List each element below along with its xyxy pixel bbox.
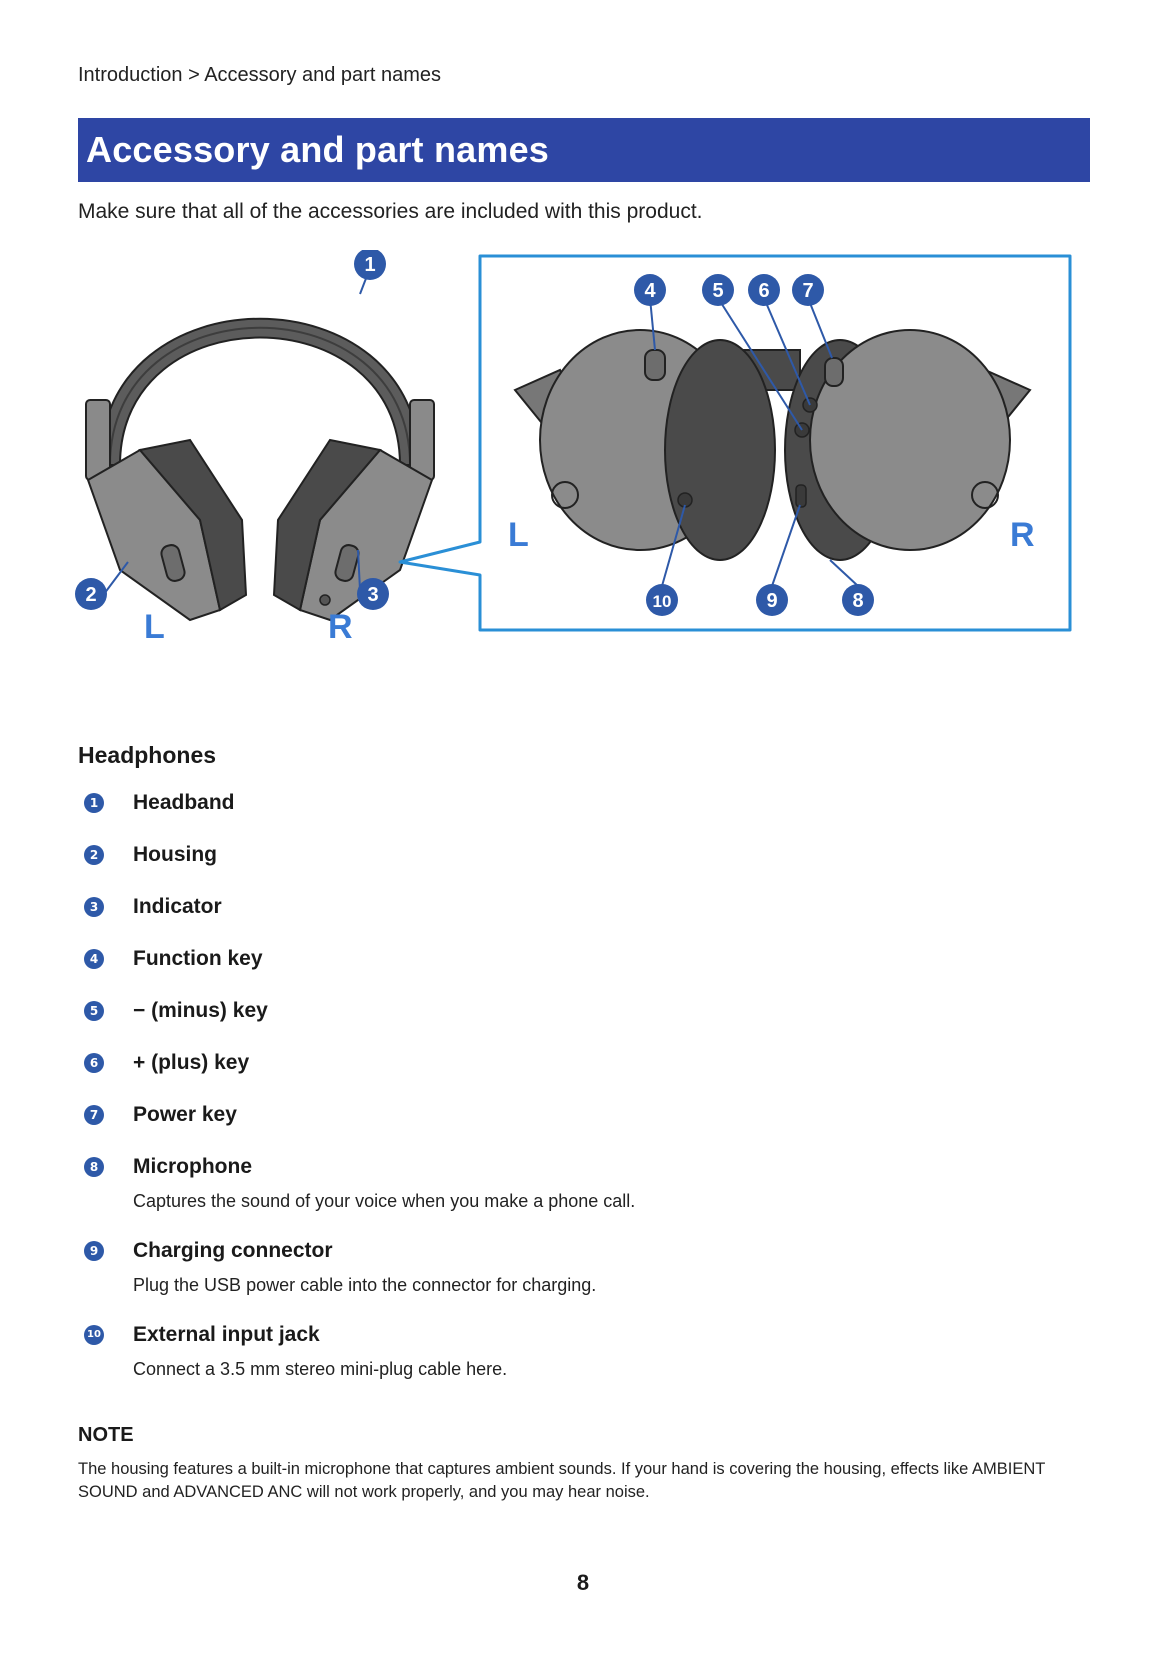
- detail-view: 4 5 6 7 8 9 10 L R: [398, 254, 1072, 632]
- item-name: Headband: [133, 791, 235, 814]
- list-item: 8 Microphone Captures the sound of your …: [78, 1154, 1078, 1238]
- callout-7: 7: [792, 274, 824, 306]
- item-number: 10: [84, 1325, 104, 1345]
- list-item: 6 + (plus) key: [78, 1050, 1078, 1102]
- item-description: Connect a 3.5 mm stereo mini-plug cable …: [133, 1359, 508, 1379]
- left-label: L: [144, 608, 165, 646]
- item-name: − (minus) key: [133, 999, 268, 1022]
- section-heading: Headphones: [78, 742, 217, 768]
- item-number: 4: [84, 949, 104, 969]
- svg-text:1: 1: [364, 254, 375, 276]
- right-earcup: [272, 438, 434, 622]
- headphones-illustration: 1 2 3 L R: [60, 248, 1100, 690]
- item-name: Power key: [133, 1103, 237, 1126]
- headphones-diagram: 1 2 3 L R: [75, 248, 1072, 646]
- list-item: 5 − (minus) key: [78, 998, 1078, 1050]
- svg-text:7: 7: [802, 280, 813, 302]
- item-name: Charging connector: [133, 1239, 333, 1262]
- item-number: 8: [84, 1157, 104, 1177]
- item-name: Function key: [133, 947, 263, 970]
- svg-text:5: 5: [712, 280, 723, 302]
- detail-left-label: L: [508, 516, 529, 554]
- svg-text:10: 10: [653, 592, 672, 611]
- item-number: 3: [84, 897, 104, 917]
- svg-text:3: 3: [367, 584, 378, 606]
- callout-3: 3: [357, 578, 389, 610]
- front-view: 1 2 3 L R: [75, 248, 435, 646]
- page-title: Accessory and part names: [86, 129, 550, 170]
- note-text: The housing features a built-in micropho…: [78, 1460, 1046, 1501]
- list-item: 1 Headband: [78, 790, 1078, 842]
- svg-text:8: 8: [852, 590, 863, 612]
- item-number: 1: [84, 793, 104, 813]
- svg-text:6: 6: [758, 280, 769, 302]
- parts-list: 1 Headband 2 Housing 3 Indicator 4 Funct…: [78, 790, 1078, 1406]
- list-item: 10 External input jack Connect a 3.5 mm …: [78, 1322, 1078, 1406]
- item-description: Plug the USB power cable into the connec…: [133, 1275, 597, 1295]
- title-bar: Accessory and part names: [78, 118, 1090, 182]
- callout-6: 6: [748, 274, 780, 306]
- item-name: External input jack: [133, 1323, 320, 1346]
- detail-right-earcup: [784, 329, 1032, 561]
- item-number: 2: [84, 845, 104, 865]
- callout-9: 9: [756, 584, 788, 616]
- page-number: 8: [576, 1570, 590, 1595]
- detail-right-label: R: [1010, 516, 1035, 554]
- breadcrumb: Introduction > Accessory and part names: [78, 64, 441, 86]
- list-item: 2 Housing: [78, 842, 1078, 894]
- callout-8: 8: [842, 584, 874, 616]
- callout-4: 4: [634, 274, 666, 306]
- item-name: Microphone: [133, 1155, 252, 1178]
- note-title: NOTE: [78, 1424, 134, 1446]
- item-number: 9: [84, 1241, 104, 1261]
- intro-text: Make sure that all of the accessories ar…: [78, 200, 703, 223]
- callout-10: 10: [646, 584, 678, 616]
- left-earcup: [86, 438, 248, 622]
- item-name: Housing: [133, 843, 217, 866]
- list-item: 4 Function key: [78, 946, 1078, 998]
- list-item: 9 Charging connector Plug the USB power …: [78, 1238, 1078, 1322]
- svg-text:2: 2: [85, 584, 96, 606]
- list-item: 7 Power key: [78, 1102, 1078, 1154]
- item-number: 6: [84, 1053, 104, 1073]
- svg-text:4: 4: [644, 280, 656, 302]
- callout-5: 5: [702, 274, 734, 306]
- item-description: Captures the sound of your voice when yo…: [133, 1191, 636, 1211]
- right-label: R: [328, 608, 353, 646]
- svg-text:9: 9: [766, 590, 777, 612]
- item-name: + (plus) key: [133, 1051, 250, 1074]
- item-name: Indicator: [133, 895, 222, 918]
- item-number: 7: [84, 1105, 104, 1125]
- list-item: 3 Indicator: [78, 894, 1078, 946]
- callout-2: 2: [75, 578, 107, 610]
- item-number: 5: [84, 1001, 104, 1021]
- callout-1: 1: [354, 248, 386, 280]
- detail-left-earcup: [513, 329, 776, 561]
